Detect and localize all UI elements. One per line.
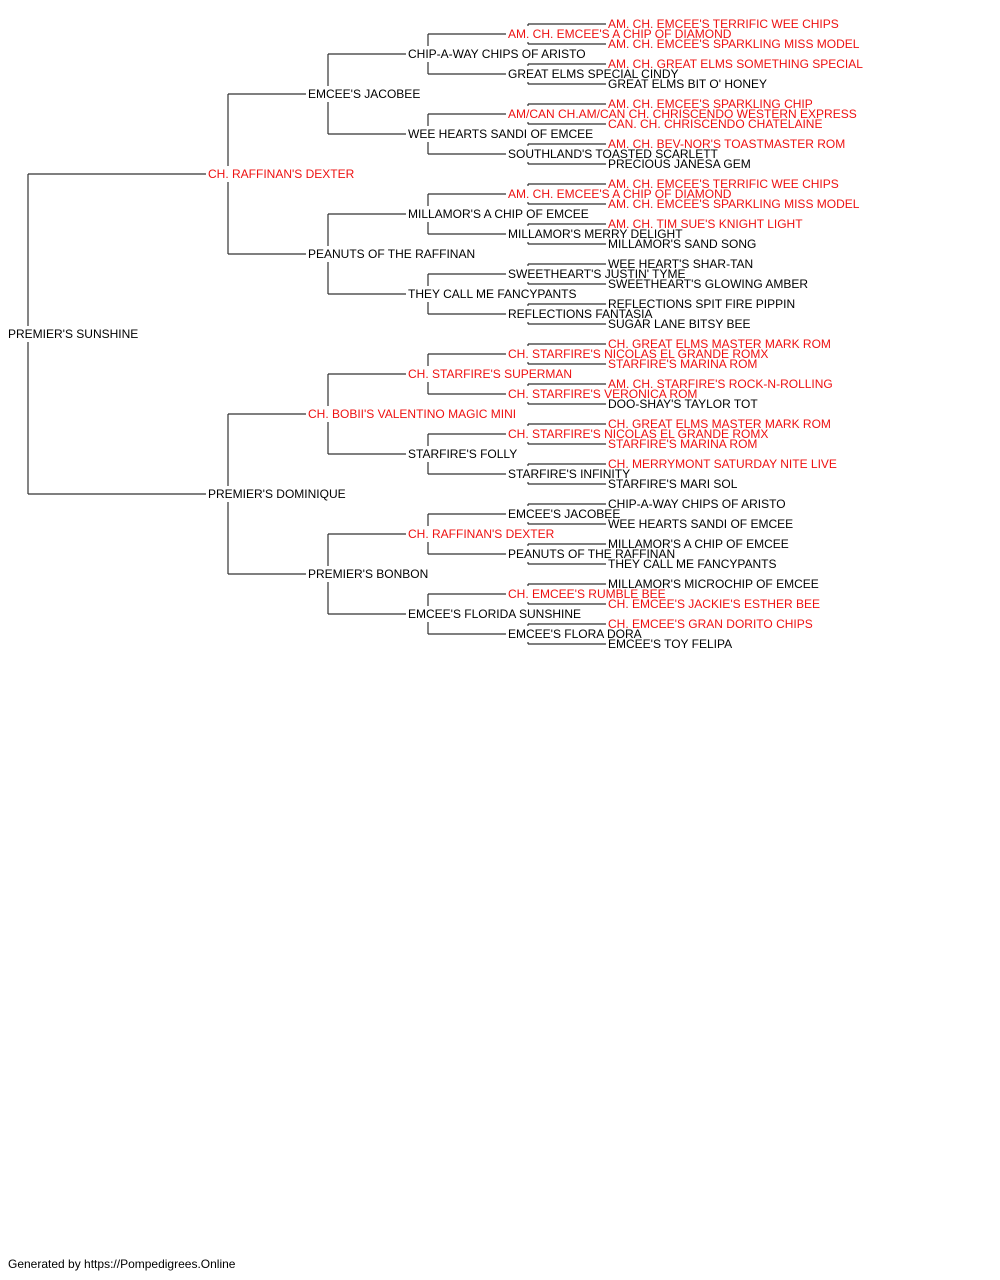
pedigree-name-gen3: PEANUTS OF THE RAFFINAN xyxy=(308,247,475,261)
pedigree-name-gen6: THEY CALL ME FANCYPANTS xyxy=(608,557,777,571)
pedigree-name-gen6: PRECIOUS JANESA GEM xyxy=(608,157,751,171)
pedigree-name-gen6: CH. MERRYMONT SATURDAY NITE LIVE xyxy=(608,457,837,471)
pedigree-name-gen4: CH. STARFIRE'S SUPERMAN xyxy=(408,367,572,381)
pedigree-name-gen6: CH. EMCEE'S JACKIE'S ESTHER BEE xyxy=(608,597,820,611)
pedigree-name-gen6: REFLECTIONS SPIT FIRE PIPPIN xyxy=(608,297,795,311)
pedigree-name-gen4: STARFIRE'S FOLLY xyxy=(408,447,517,461)
pedigree-name-gen4: CHIP-A-WAY CHIPS OF ARISTO xyxy=(408,47,586,61)
pedigree-name-gen6: MILLAMOR'S MICROCHIP OF EMCEE xyxy=(608,577,819,591)
pedigree-name-gen5: SWEETHEART'S JUSTIN' TYME xyxy=(508,267,686,281)
pedigree-name-gen5: AM. CH. EMCEE'S A CHIP OF DIAMOND xyxy=(508,27,732,41)
pedigree-name-gen6: EMCEE'S TOY FELIPA xyxy=(608,637,732,651)
pedigree-name-gen5: CH. STARFIRE'S VERONICA ROM xyxy=(508,387,697,401)
pedigree-name-gen6: AM. CH. BEV-NOR'S TOASTMASTER ROM xyxy=(608,137,845,151)
pedigree-name-gen5: MILLAMOR'S MERRY DELIGHT xyxy=(508,227,683,241)
pedigree-name-gen6: STARFIRE'S MARINA ROM xyxy=(608,357,757,371)
pedigree-name-gen6: WEE HEART'S SHAR-TAN xyxy=(608,257,753,271)
pedigree-name-gen5: STARFIRE'S INFINITY xyxy=(508,467,630,481)
pedigree-name-gen6: CAN. CH. CHRISCENDO CHATELAINE xyxy=(608,117,822,131)
pedigree-name-gen6: STARFIRE'S MARINA ROM xyxy=(608,437,757,451)
pedigree-name-gen6: SUGAR LANE BITSY BEE xyxy=(608,317,751,331)
pedigree-name-gen1: PREMIER'S SUNSHINE xyxy=(8,327,138,341)
pedigree-name-gen6: STARFIRE'S MARI SOL xyxy=(608,477,738,491)
pedigree-name-gen3: PREMIER'S BONBON xyxy=(308,567,428,581)
pedigree-name-gen5: AM/CAN CH.AM/CAN CH. CHRISCENDO WESTERN … xyxy=(508,107,857,121)
pedigree-name-gen6: DOO-SHAY'S TAYLOR TOT xyxy=(608,397,758,411)
pedigree-name-gen5: EMCEE'S FLORA DORA xyxy=(508,627,642,641)
pedigree-name-gen6: AM. CH. EMCEE'S TERRIFIC WEE CHIPS xyxy=(608,17,839,31)
pedigree-name-gen4: CH. RAFFINAN'S DEXTER xyxy=(408,527,555,541)
pedigree-name-gen5: EMCEE'S JACOBEE xyxy=(508,507,620,521)
pedigree-name-gen5: GREAT ELMS SPECIAL CINDY xyxy=(508,67,679,81)
pedigree-name-gen5: CH. EMCEE'S RUMBLE BEE xyxy=(508,587,666,601)
pedigree-name-gen5: PEANUTS OF THE RAFFINAN xyxy=(508,547,675,561)
pedigree-name-gen6: AM. CH. EMCEE'S TERRIFIC WEE CHIPS xyxy=(608,177,839,191)
pedigree-name-gen3: CH. BOBII'S VALENTINO MAGIC MINI xyxy=(308,407,516,421)
pedigree-name-gen2: PREMIER'S DOMINIQUE xyxy=(208,487,346,501)
pedigree-name-gen6: CHIP-A-WAY CHIPS OF ARISTO xyxy=(608,497,786,511)
pedigree-name-gen5: CH. STARFIRE'S NICOLAS EL GRANDE ROMX xyxy=(508,347,768,361)
pedigree-name-gen6: MILLAMOR'S SAND SONG xyxy=(608,237,756,251)
pedigree-name-gen6: AM. CH. EMCEE'S SPARKLING MISS MODEL xyxy=(608,197,860,211)
pedigree-name-gen6: CH. GREAT ELMS MASTER MARK ROM xyxy=(608,417,831,431)
pedigree-name-gen5: REFLECTIONS FANTASIA xyxy=(508,307,652,321)
pedigree-name-gen5: AM. CH. EMCEE'S A CHIP OF DIAMOND xyxy=(508,187,732,201)
pedigree-name-gen5: SOUTHLAND'S TOASTED SCARLETT xyxy=(508,147,719,161)
pedigree-name-gen6: GREAT ELMS BIT O' HONEY xyxy=(608,77,767,91)
pedigree-name-gen4: THEY CALL ME FANCYPANTS xyxy=(408,287,577,301)
pedigree-name-gen6: MILLAMOR'S A CHIP OF EMCEE xyxy=(608,537,789,551)
pedigree-name-gen6: AM. CH. EMCEE'S SPARKLING MISS MODEL xyxy=(608,37,860,51)
pedigree-name-gen3: EMCEE'S JACOBEE xyxy=(308,87,420,101)
pedigree-name-gen6: SWEETHEART'S GLOWING AMBER xyxy=(608,277,808,291)
pedigree-name-gen6: CH. EMCEE'S GRAN DORITO CHIPS xyxy=(608,617,813,631)
generated-by-footer: Generated by https://Pompedigrees.Online xyxy=(8,1257,236,1271)
pedigree-name-gen6: WEE HEARTS SANDI OF EMCEE xyxy=(608,517,793,531)
pedigree-name-gen6: AM. CH. STARFIRE'S ROCK-N-ROLLING xyxy=(608,377,833,391)
pedigree-name-gen6: AM. CH. TIM SUE'S KNIGHT LIGHT xyxy=(608,217,803,231)
pedigree-connector-lines xyxy=(27,23,606,645)
pedigree-name-gen4: WEE HEARTS SANDI OF EMCEE xyxy=(408,127,593,141)
pedigree-name-gen4: MILLAMOR'S A CHIP OF EMCEE xyxy=(408,207,589,221)
pedigree-name-gen6: CH. GREAT ELMS MASTER MARK ROM xyxy=(608,337,831,351)
pedigree-name-gen2: CH. RAFFINAN'S DEXTER xyxy=(208,167,355,181)
pedigree-name-labels: PREMIER'S SUNSHINE CH. RAFFINAN'S DEXTER P… xyxy=(8,17,863,651)
pedigree-name-gen6: AM. CH. EMCEE'S SPARKLING CHIP xyxy=(608,97,813,111)
pedigree-name-gen6: AM. CH. GREAT ELMS SOMETHING SPECIAL xyxy=(608,57,863,71)
pedigree-name-gen4: EMCEE'S FLORIDA SUNSHINE xyxy=(408,607,581,621)
pedigree-name-gen5: CH. STARFIRE'S NICOLAS EL GRANDE ROMX xyxy=(508,427,768,441)
